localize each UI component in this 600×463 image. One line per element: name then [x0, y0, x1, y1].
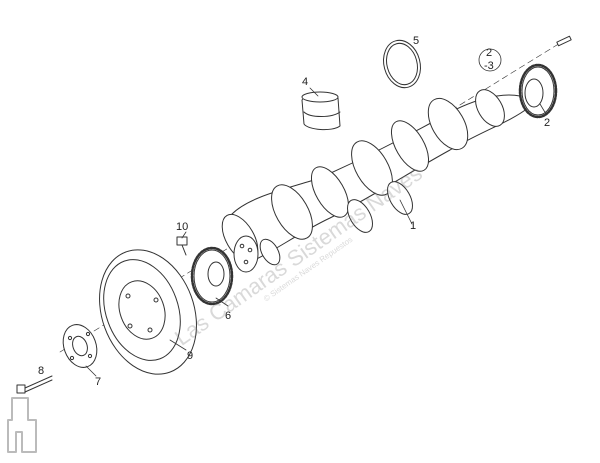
bearing-shells-part — [301, 91, 341, 131]
callout-10: 10 — [176, 221, 189, 233]
callout-circle — [478, 48, 502, 72]
watermark-logo — [7, 397, 37, 453]
rear-gear-part — [518, 63, 558, 119]
screw-part-8 — [16, 375, 53, 394]
front-gear-part — [190, 246, 234, 306]
dowel-pin-part — [556, 35, 572, 47]
callout-2-3-top: 2 — [486, 47, 493, 59]
callout-8: 8 — [38, 365, 45, 377]
callout-2-3-bottom: -3 — [484, 60, 494, 72]
crankshaft-part — [221, 89, 529, 266]
callout-2: 2 — [544, 117, 551, 129]
thrust-washer-part — [383, 39, 421, 89]
callout-7: 7 — [95, 376, 102, 388]
vibration-damper-part — [99, 249, 197, 375]
callout-6: 6 — [225, 310, 232, 322]
callout-5: 5 — [413, 35, 420, 47]
bolt-part-10 — [176, 236, 188, 256]
callout-9: 9 — [187, 350, 194, 362]
callout-1: 1 — [410, 220, 417, 232]
crank-nose-part — [233, 235, 259, 273]
hub-flange-part — [62, 324, 98, 368]
callout-4: 4 — [302, 76, 309, 88]
